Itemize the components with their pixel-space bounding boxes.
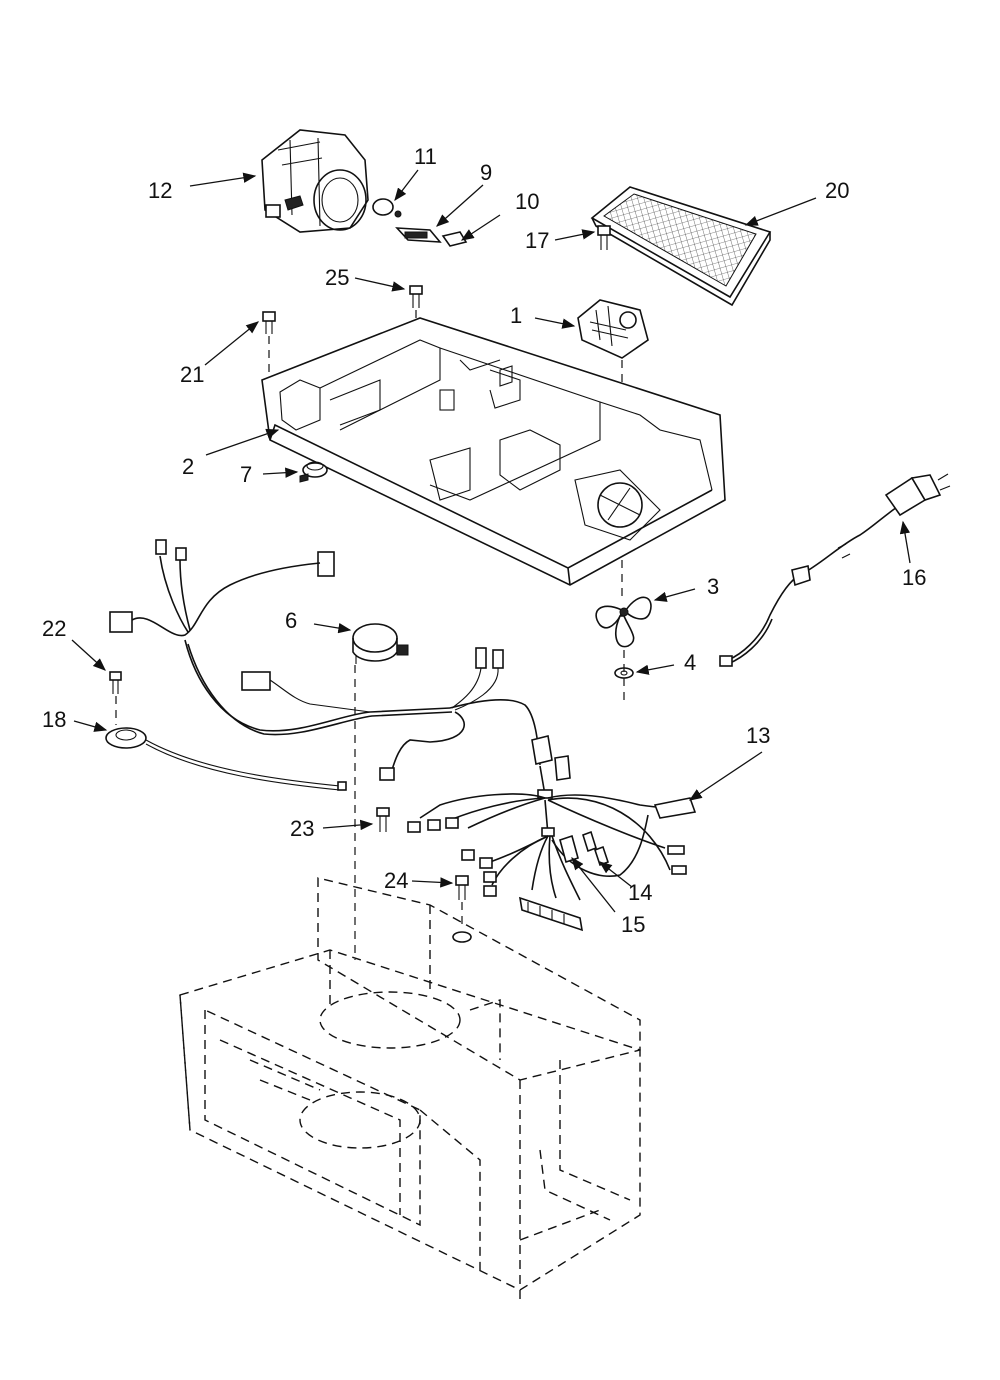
- callout-12: 12: [148, 178, 172, 203]
- callout-18: 18: [42, 707, 66, 732]
- thermostat-part: [299, 461, 328, 483]
- capacitor-part: [352, 623, 409, 664]
- screw-23-part: [376, 807, 390, 832]
- power-cord-part: [719, 473, 951, 667]
- callout-labels: 12 11 9 10 25 17 1 20 21 2 7 3 4 16 6 22…: [42, 144, 926, 937]
- screw-17-part: [597, 225, 611, 250]
- callout-25: 25: [325, 265, 349, 290]
- clip-part: [441, 231, 468, 247]
- callout-15: 15: [621, 912, 645, 937]
- sensor-part: [105, 727, 347, 791]
- fan-blade-part: [595, 596, 652, 648]
- callout-24: 24: [384, 868, 408, 893]
- switch-plate-part: [395, 227, 442, 243]
- callout-21: 21: [180, 362, 204, 387]
- callout-16: 16: [902, 565, 926, 590]
- microwave-cabinet-outline: [179, 877, 641, 1300]
- ring-clip-part: [372, 198, 402, 218]
- callout-11: 11: [414, 144, 437, 169]
- fuse-holder-part: [559, 834, 579, 864]
- blower-motor-part: [261, 129, 369, 233]
- callout-14: 14: [628, 880, 652, 905]
- callout-13: 13: [746, 723, 770, 748]
- callout-7: 7: [240, 462, 252, 487]
- callout-23: 23: [290, 816, 314, 841]
- callout-3: 3: [707, 574, 719, 599]
- screw-25-part: [409, 285, 423, 308]
- callout-2: 2: [182, 454, 194, 479]
- wire-harness-part: [109, 539, 697, 932]
- screw-24-part: [452, 875, 472, 943]
- base-plate-part: [261, 317, 726, 586]
- callout-22: 22: [42, 616, 66, 641]
- bracket-part: [577, 299, 649, 359]
- callout-17: 17: [525, 228, 549, 253]
- screw-22-part: [109, 671, 122, 694]
- callout-leaders: [71, 169, 911, 913]
- screw-21-part: [262, 311, 276, 334]
- callout-9: 9: [480, 160, 492, 185]
- guide-line: [621, 560, 625, 700]
- callout-20: 20: [825, 178, 849, 203]
- callout-6: 6: [285, 608, 297, 633]
- fuse-part: [582, 830, 610, 867]
- callout-4: 4: [684, 650, 696, 675]
- callout-1: 1: [510, 303, 522, 328]
- charcoal-filter-part: [590, 186, 772, 307]
- callout-10: 10: [515, 189, 539, 214]
